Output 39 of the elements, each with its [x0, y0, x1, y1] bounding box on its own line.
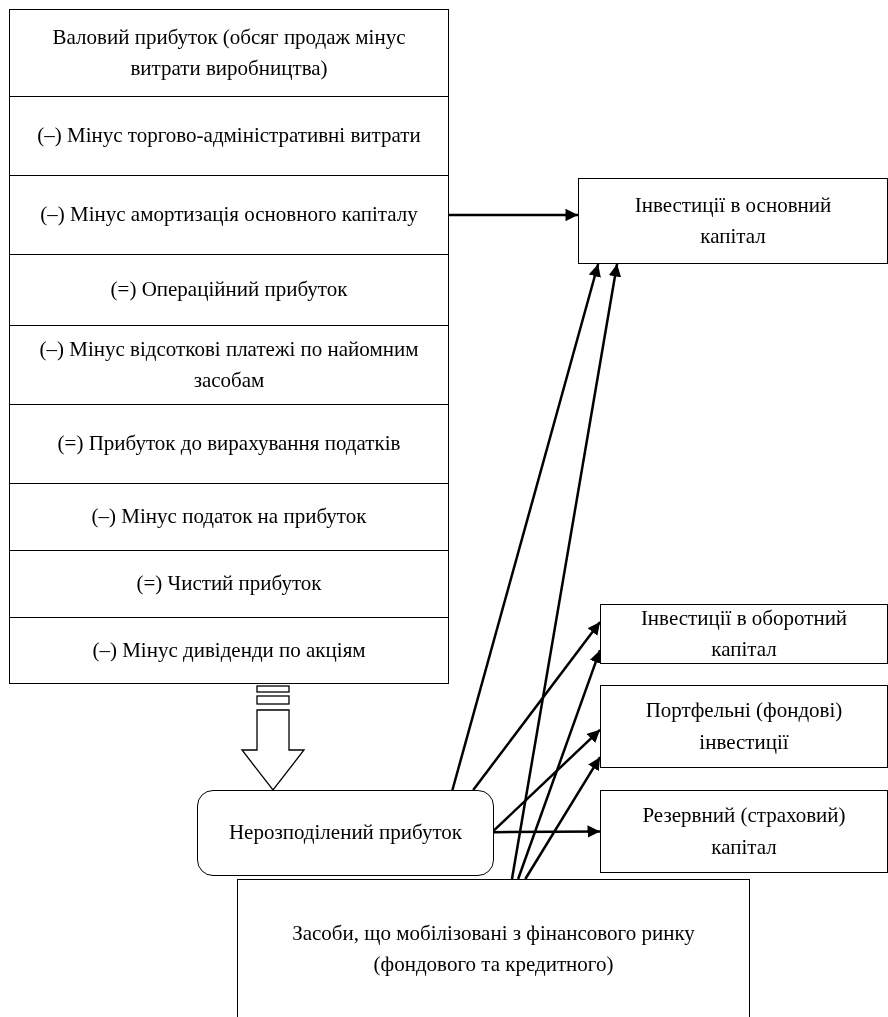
arrow	[449, 208, 578, 222]
process-box	[578, 178, 888, 264]
process-box	[9, 325, 449, 405]
box-label: Нерозподілений прибуток	[227, 819, 464, 847]
arrow	[494, 825, 600, 838]
arrow	[472, 621, 601, 791]
process-box	[9, 254, 449, 326]
arrow	[516, 649, 602, 880]
box-label: (–) Мінус податок на прибуток	[90, 503, 368, 531]
process-box	[9, 96, 449, 176]
arrow	[524, 756, 602, 880]
process-box	[237, 879, 750, 1017]
box-label: (=) Операційний прибуток	[109, 276, 349, 304]
box-label: (–) Мінус дивіденди по акціям	[91, 636, 367, 664]
box-label: Резервний (страховий) капітал	[641, 802, 847, 861]
box-label: Портфельні (фондові) інвестиції	[644, 697, 844, 756]
box-label: Валовий прибуток (обсяг продаж мінус витрати виробництва)	[51, 23, 407, 82]
box-label: (=) Прибуток до вирахування податків	[56, 430, 402, 458]
box-label: Інвестиції в оборотний капітал	[639, 604, 849, 663]
process-box	[600, 685, 888, 768]
process-box	[9, 617, 449, 684]
process-box	[9, 550, 449, 618]
process-box	[9, 483, 449, 551]
arrow	[451, 263, 601, 791]
box-label: (–) Мінус відсоткові платежі по найомним засобам	[38, 335, 420, 394]
process-box	[600, 790, 888, 873]
process-box	[9, 404, 449, 484]
rounded-box	[197, 790, 494, 876]
process-box	[9, 175, 449, 255]
box-label: Засоби, що мобілізовані з фінансового ринку (фондового та кредитного)	[291, 919, 696, 978]
box-label: (=) Чистий прибуток	[135, 570, 323, 598]
process-box	[9, 9, 449, 97]
process-box	[600, 604, 888, 664]
block-arrow	[240, 685, 306, 792]
arrow	[510, 263, 622, 880]
box-label: Інвестиції в основний капітал	[633, 191, 833, 250]
arrow	[493, 728, 601, 832]
box-label: (–) Мінус амортизація основного капіталу	[39, 201, 419, 229]
box-label: (–) Мінус торгово-адміністративні витрати	[36, 122, 422, 150]
